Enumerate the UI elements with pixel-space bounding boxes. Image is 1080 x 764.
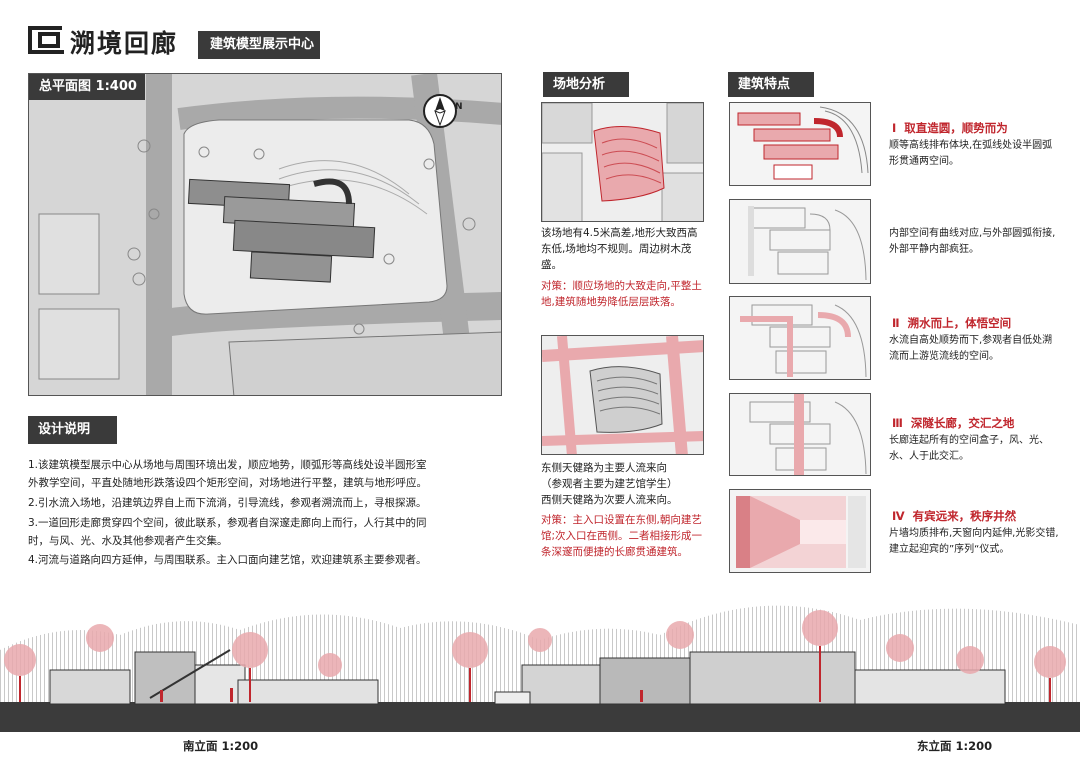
feature-diagram-2 [729,199,871,284]
design-point-4: 4.河流与道路向四方延伸，与周围联系。主入口面向建艺馆，欢迎建筑系主要参观者。 [28,554,427,566]
feature-3-num: Ⅱ [892,316,900,330]
logo [26,22,66,58]
design-point-1b: 外教学空间，平直处随地形跌落设四个矩形空间，对场地进行平整，建筑与地形呼应。 [28,477,427,489]
logo-text: 溯境回廊 [70,29,179,58]
north-arrow-icon [423,94,457,128]
site-analysis-strategy-1: 对策：顺应场地的大致走向,平整土地,建筑随地势降低层层跌落。 [541,280,702,308]
feature-4-num: Ⅲ [892,416,903,430]
site-analysis-text-2b: （参观者主要为建艺馆学生） [541,478,678,490]
feature-diagram-1 [729,102,871,186]
feature-4-diagram [749,394,867,475]
site-plan-drawing [38,74,501,395]
site-analysis-diagram-1 [541,102,704,222]
design-point-2: 2.引水流入场地，沿建筑边界自上而下流淌，引导流线，参观者溯流而上，寻根探源。 [28,497,427,509]
feature-4-title: Ⅲ 深隧长廊，交汇之地 [892,415,1014,431]
site-analysis-text-1: 该场地有4.5米高差,地形大致西高东低,场地均不规则。周边树木茂盛。 [541,227,698,271]
feature-2-text: 内部空间有曲线对应,与外部圆弧衔接,外部平静内部疯狂。 [889,228,1056,255]
logo-mark-icon [28,26,64,54]
site-analysis-text-2c: 西侧天健路为次要人流来向。 [541,494,678,506]
site-analysis-diagram-2 [541,335,704,455]
elevation-strip: 南立面 1:200 东立面 1:200 [0,580,1080,764]
feature-3-title-text: 溯水而上，体悟空间 [907,316,1012,330]
feature-diagram-3 [729,296,871,380]
design-point-1: 1.该建筑模型展示中心从场地与周围环境出发，顺应地势，顺弧形等高线处设半圆形室 [28,459,427,471]
feature-1-title-text: 取直造圆，顺势而为 [904,121,1008,135]
feature-diagram-5 [729,489,871,573]
east-elevation-label: 东立面 1:200 [917,739,993,753]
feature-3-text: 水流自高处顺势而下,参观者自低处溯流而上游览流线的空间。 [889,335,1053,362]
site-analysis-title: 场地分析 [543,72,629,97]
feature-1-text: 顺等高线排布体块,在弧线处设半圆弧形贯通两空间。 [889,140,1053,167]
feature-4-title-text: 深隧长廊，交汇之地 [910,416,1015,430]
feature-3-diagram [740,304,867,378]
header-subtitle: 建筑模型展示中心 [198,31,320,59]
site-plan-title: 总平面图 1:400 [29,74,145,100]
feature-5-title: Ⅳ 有宾远来，秩序井然 [892,508,1016,524]
elevation-drawing [0,605,1080,764]
feature-1-num: Ⅰ [892,121,897,135]
north-arrow: N [421,92,463,130]
terrain-diagram [542,103,703,221]
feature-4-text: 长廊连起所有的空间盒子，风、光、水、人于此交汇。 [889,435,1049,462]
feature-1-diagram [737,106,869,180]
traffic-diagram [542,336,703,454]
design-point-3b: 时，与风、光、水及其他参观者产生交集。 [28,535,228,547]
feature-5-num: Ⅳ [892,509,905,523]
feature-5-diagram [736,496,866,568]
north-label: N [455,102,463,112]
features-title: 建筑特点 [728,72,814,97]
feature-3-title: Ⅱ 溯水而上，体悟空间 [892,315,1011,331]
feature-diagram-4 [729,393,871,476]
feature-2-diagram [748,206,867,281]
feature-5-text: 片墙均质排布,天窗向内延伸,光影交错,建立起迎宾的”序列“仪式。 [889,528,1059,555]
feature-5-title-text: 有宾远来，秩序井然 [912,509,1017,523]
site-analysis-text-2a: 东侧天健路为主要人流来向 [541,462,667,474]
design-title: 设计说明 [28,416,117,444]
feature-1-title: Ⅰ 取直造圆，顺势而为 [892,120,1008,136]
site-analysis-strategy-2: 对策：主入口设置在东侧,朝向建艺馆;次入口在西侧。二者相接形成一条深邃而便捷的长… [541,514,703,558]
design-point-3: 3.一道回形走廊贯穿四个空间，彼此联系，参观者自深邃走廊向上而行，人行其中的同 [28,517,427,529]
site-plan-panel: 总平面图 1:400 N [28,73,502,396]
south-elevation-label: 南立面 1:200 [183,739,259,753]
